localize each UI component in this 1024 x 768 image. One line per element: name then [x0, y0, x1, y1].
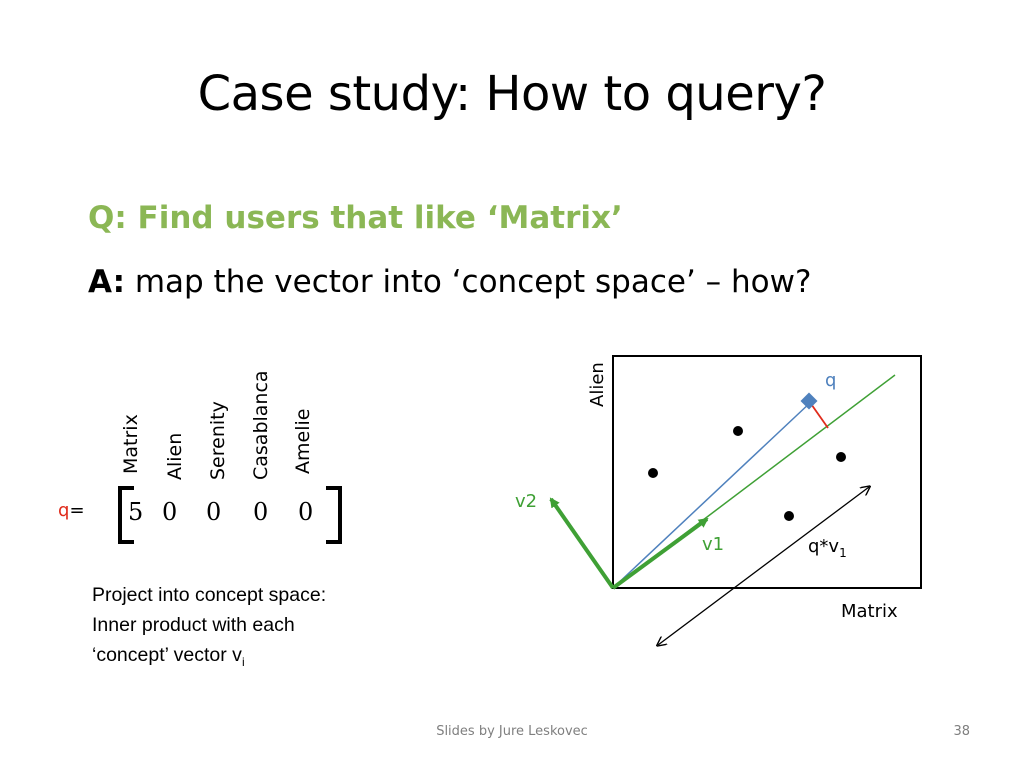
answer-line: A: map the vector into ‘concept space’ –… [88, 264, 811, 300]
user-point [733, 426, 743, 436]
slide-title: Case study: How to query? [197, 66, 827, 122]
projection-axis-arrow [658, 487, 869, 645]
user-point [784, 511, 794, 521]
y-axis-label: Alien [587, 362, 608, 407]
q-value-alien: 0 [162, 498, 178, 526]
answer-text: map the vector into ‘concept space’ – ho… [124, 264, 812, 300]
projection-value-label: q*v1 [808, 536, 847, 560]
vector-bracket-right [326, 486, 342, 544]
q-point-marker [800, 392, 818, 410]
q-value-serenity: 0 [206, 498, 222, 526]
v1-label: v1 [702, 534, 724, 555]
q-point-label: q [825, 370, 836, 391]
v2-label: v2 [515, 491, 537, 512]
v1-arrow [611, 517, 709, 590]
x-axis-label: Matrix [841, 601, 898, 622]
user-point [648, 468, 658, 478]
answer-prefix: A: [88, 264, 125, 300]
q-value-amelie: 0 [298, 498, 314, 526]
caption-line-2: Inner product with each [92, 614, 295, 636]
q-value-casablanca: 0 [253, 498, 269, 526]
vector-bracket-left [118, 486, 134, 544]
caption-line-1: Project into concept space: [92, 584, 327, 606]
q-value-matrix: 5 [128, 498, 144, 526]
q-vector-label: q= [58, 500, 85, 521]
caption-line-3: ‘concept’ vector vi [92, 644, 245, 669]
projection-caption: Project into concept space: Inner produc… [92, 580, 326, 677]
page-number: 38 [953, 724, 970, 739]
q-vector-line [612, 400, 813, 589]
user-point [836, 452, 846, 462]
q-symbol: q [58, 500, 70, 521]
v2-arrow [549, 497, 615, 590]
q-equals: = [69, 500, 85, 521]
question-text: Q: Find users that like ‘Matrix’ [88, 200, 623, 236]
caption-subscript: i [241, 654, 245, 669]
slide-footer: Slides by Jure Leskovec [436, 724, 588, 739]
